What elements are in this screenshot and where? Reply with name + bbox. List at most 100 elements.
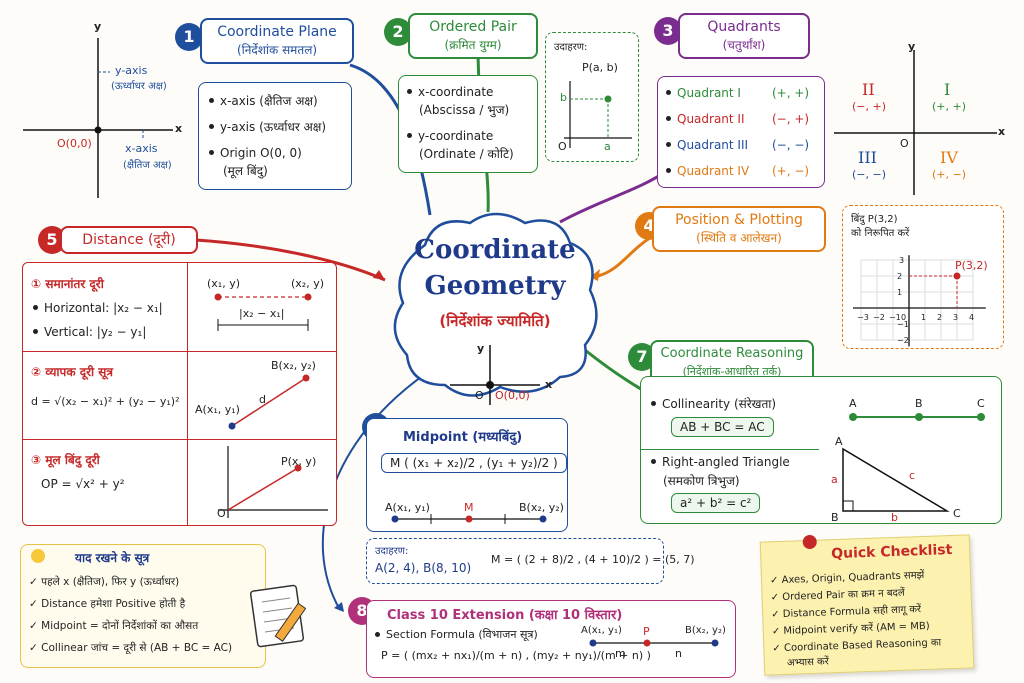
s4-ytick: 2 xyxy=(897,272,902,281)
s3-item-3-name: Quadrant IV xyxy=(677,164,750,178)
s5-header: Distance (दूरी) xyxy=(60,226,198,254)
memory-item-2-text: Midpoint = दोनों निर्देशांकों का औसत xyxy=(41,620,199,632)
s7-fig1-a: A xyxy=(849,397,857,410)
center-title-1: Coordinate xyxy=(414,235,576,265)
s5-a-item-1: Vertical: |y₂ − y₁| xyxy=(31,325,146,339)
s8-line-p: P xyxy=(643,625,650,638)
s5-c-p: P(x, y) xyxy=(281,455,317,468)
s2-item-0-text: x-coordinate xyxy=(418,85,494,99)
s3-item-2-name: Quadrant III xyxy=(677,138,749,152)
s2-item-2: y-coordinate xyxy=(405,128,493,145)
s3-fig-q4s: (+, −) xyxy=(932,168,967,181)
s1-fig-yaxis-h: (ऊर्ध्वाधर अक्ष) xyxy=(111,81,167,92)
s3-item-1: Quadrant II (−, +) xyxy=(664,111,809,128)
s8-sf: Section Formula (विभाजन सूत्र) xyxy=(373,627,538,642)
s7-fig2-b: B xyxy=(831,511,839,524)
memory-item-0: ✓ पहले x (क्षैतिज), फिर y (ऊर्ध्वाधर) xyxy=(29,575,179,589)
s2-item-3: (Ordinate / कोटि) xyxy=(419,147,514,161)
s6-line-svg xyxy=(391,514,547,524)
s5-a-p2: (x₂, y) xyxy=(291,277,325,290)
s5-a-title: ① समानांतर दूरी xyxy=(31,277,104,291)
s3-item-1-name: Quadrant II xyxy=(677,112,745,126)
s4-xtick: 4 xyxy=(969,313,974,322)
s5-b-title: ② व्यापक दूरी सूत्र xyxy=(31,365,114,379)
s2-example-label: उदाहरण: xyxy=(554,42,588,53)
s6-example-box: उदाहरण: A(2, 4), B(8, 10) M = ( (2 + 8)/… xyxy=(366,538,695,584)
center-y-label: y xyxy=(477,342,485,355)
s4-xtick: 2 xyxy=(937,313,942,322)
s8-sf-text: Section Formula (विभाजन सूत्र) xyxy=(386,628,538,641)
s8-line-n: n xyxy=(675,647,682,660)
s3-number-badge: 3 xyxy=(654,17,682,45)
memory-title: याद रखने के सूत्र xyxy=(75,551,150,565)
memory-item-1-text: Distance हमेशा Positive होती है xyxy=(41,598,186,610)
s3-item-2-sign: (−, −) xyxy=(772,138,810,152)
s4-xtick: 1 xyxy=(921,313,926,322)
s7-subtitle: (निर्देशांक-आधारित तर्क) xyxy=(682,365,782,378)
s7-fig2-sc: c xyxy=(909,469,916,482)
s5-b-a: A(x₁, y₁) xyxy=(195,403,240,416)
s5-c-o: O xyxy=(217,507,226,520)
s1-item-2b: (मूल बिंदु) xyxy=(223,164,268,178)
s4-xtick: −1 xyxy=(889,313,901,322)
s1-item-0-text: x-axis (क्षैतिज अक्ष) xyxy=(220,94,318,108)
s4-point xyxy=(953,272,961,280)
s1-fig-origin: O(0,0) xyxy=(57,137,92,150)
s4-origin-tick: 0 xyxy=(901,313,906,322)
s8-line-a: A(x₁, y₁) xyxy=(581,625,622,636)
s2-subtitle: (क्रमित युग्म) xyxy=(444,38,502,52)
s1-item-2: Origin O(0, 0) xyxy=(207,145,302,162)
s2-list-box: x-coordinate (Abscissa / भुज) y-coordina… xyxy=(398,75,538,173)
check-icon: ✓ xyxy=(771,625,784,638)
s8-line-b: B(x₂, y₂) xyxy=(685,625,726,636)
s3-fig-q3s: (−, −) xyxy=(852,168,887,181)
checklist-item-3: ✓ Midpoint verify करें (AM = MB) xyxy=(772,618,930,638)
s3-fig-q1s: (+, +) xyxy=(932,100,967,113)
s5-c-svg xyxy=(218,446,328,518)
s7-col-formula: AB + BC = AC xyxy=(671,417,774,437)
s7-fig2-a: A xyxy=(835,435,843,448)
s7-fig1-b: B xyxy=(915,397,923,410)
s1-axes-figure: y x y-axis (ऊर्ध्वाधर अक्ष) x-axis (क्षै… xyxy=(15,20,190,200)
s5-b-formula: d = √(x₂ − x₁)² + (y₂ − y₁)² xyxy=(31,395,180,408)
s7-fig2-sa: a xyxy=(831,473,838,486)
s2-example-o: O xyxy=(558,140,567,153)
s8-line-svg xyxy=(589,639,719,647)
s6-line-a: A(x₁, y₁) xyxy=(385,501,430,514)
s1-fig-xaxis-h: (क्षैतिज अक्ष) xyxy=(123,160,172,171)
s1-axes-svg xyxy=(23,38,173,198)
checklist-item-1: ✓ Ordered Pair का क्रम न बदलें xyxy=(770,585,905,604)
checklist-item-3-text: Midpoint verify करें (AM = MB) xyxy=(783,620,930,637)
check-icon: ✓ xyxy=(769,574,782,587)
s2-example-point: P(a, b) xyxy=(582,61,618,74)
s6-formula: M ( (x₁ + x₂)/2 , (y₁ + y₂)/2 ) xyxy=(381,453,567,473)
s1-fig-xaxis: x-axis xyxy=(125,142,158,155)
memory-item-3: ✓ Collinear जांच = दूरी से (AB + BC = AC… xyxy=(29,641,232,655)
check-icon: ✓ xyxy=(29,642,42,654)
s4-ytick: 3 xyxy=(899,256,904,265)
s5-a-item-0-text: Horizontal: |x₂ − x₁| xyxy=(44,301,163,315)
s2-item-1: (Abscissa / भुज) xyxy=(419,103,510,117)
checklist-item-0: ✓ Axes, Origin, Quadrants समझें xyxy=(769,567,924,587)
check-icon: ✓ xyxy=(29,598,42,610)
s1-title: Coordinate Plane xyxy=(217,24,337,40)
s5-title: Distance (दूरी) xyxy=(82,232,176,248)
s1-header: Coordinate Plane (निर्देशांक समतल) xyxy=(200,18,354,64)
s1-number-badge: 1 xyxy=(175,23,203,51)
s1-fig-yaxis: y-axis xyxy=(115,64,148,77)
checklist-item-2-text: Distance Formula सही लागू करें xyxy=(782,604,922,620)
s1-item-1: y-axis (ऊर्ध्वाधर अक्ष) xyxy=(207,119,326,136)
checklist-item-5: अभ्यास करें xyxy=(786,656,830,669)
s2-item-2-text: y-coordinate xyxy=(418,129,494,143)
s7-rt: Right-angled Triangle xyxy=(649,455,790,469)
s8-formula: P = ( (mx₂ + nx₁)/(m + n) , (my₂ + ny₁)/… xyxy=(381,649,651,662)
s3-subtitle: (चतुर्थांश) xyxy=(722,38,766,52)
s3-item-2: Quadrant III (−, −) xyxy=(664,137,809,154)
s3-fig-q2s: (−, +) xyxy=(852,100,887,113)
s4-header: Position & Plotting (स्थिति व आलेखन) xyxy=(652,206,826,252)
s1-item-0: x-axis (क्षैतिज अक्ष) xyxy=(207,93,318,110)
s3-item-1-sign: (−, +) xyxy=(772,112,810,126)
s4-ytick: 1 xyxy=(897,288,902,297)
center-x-label: x xyxy=(545,378,553,391)
